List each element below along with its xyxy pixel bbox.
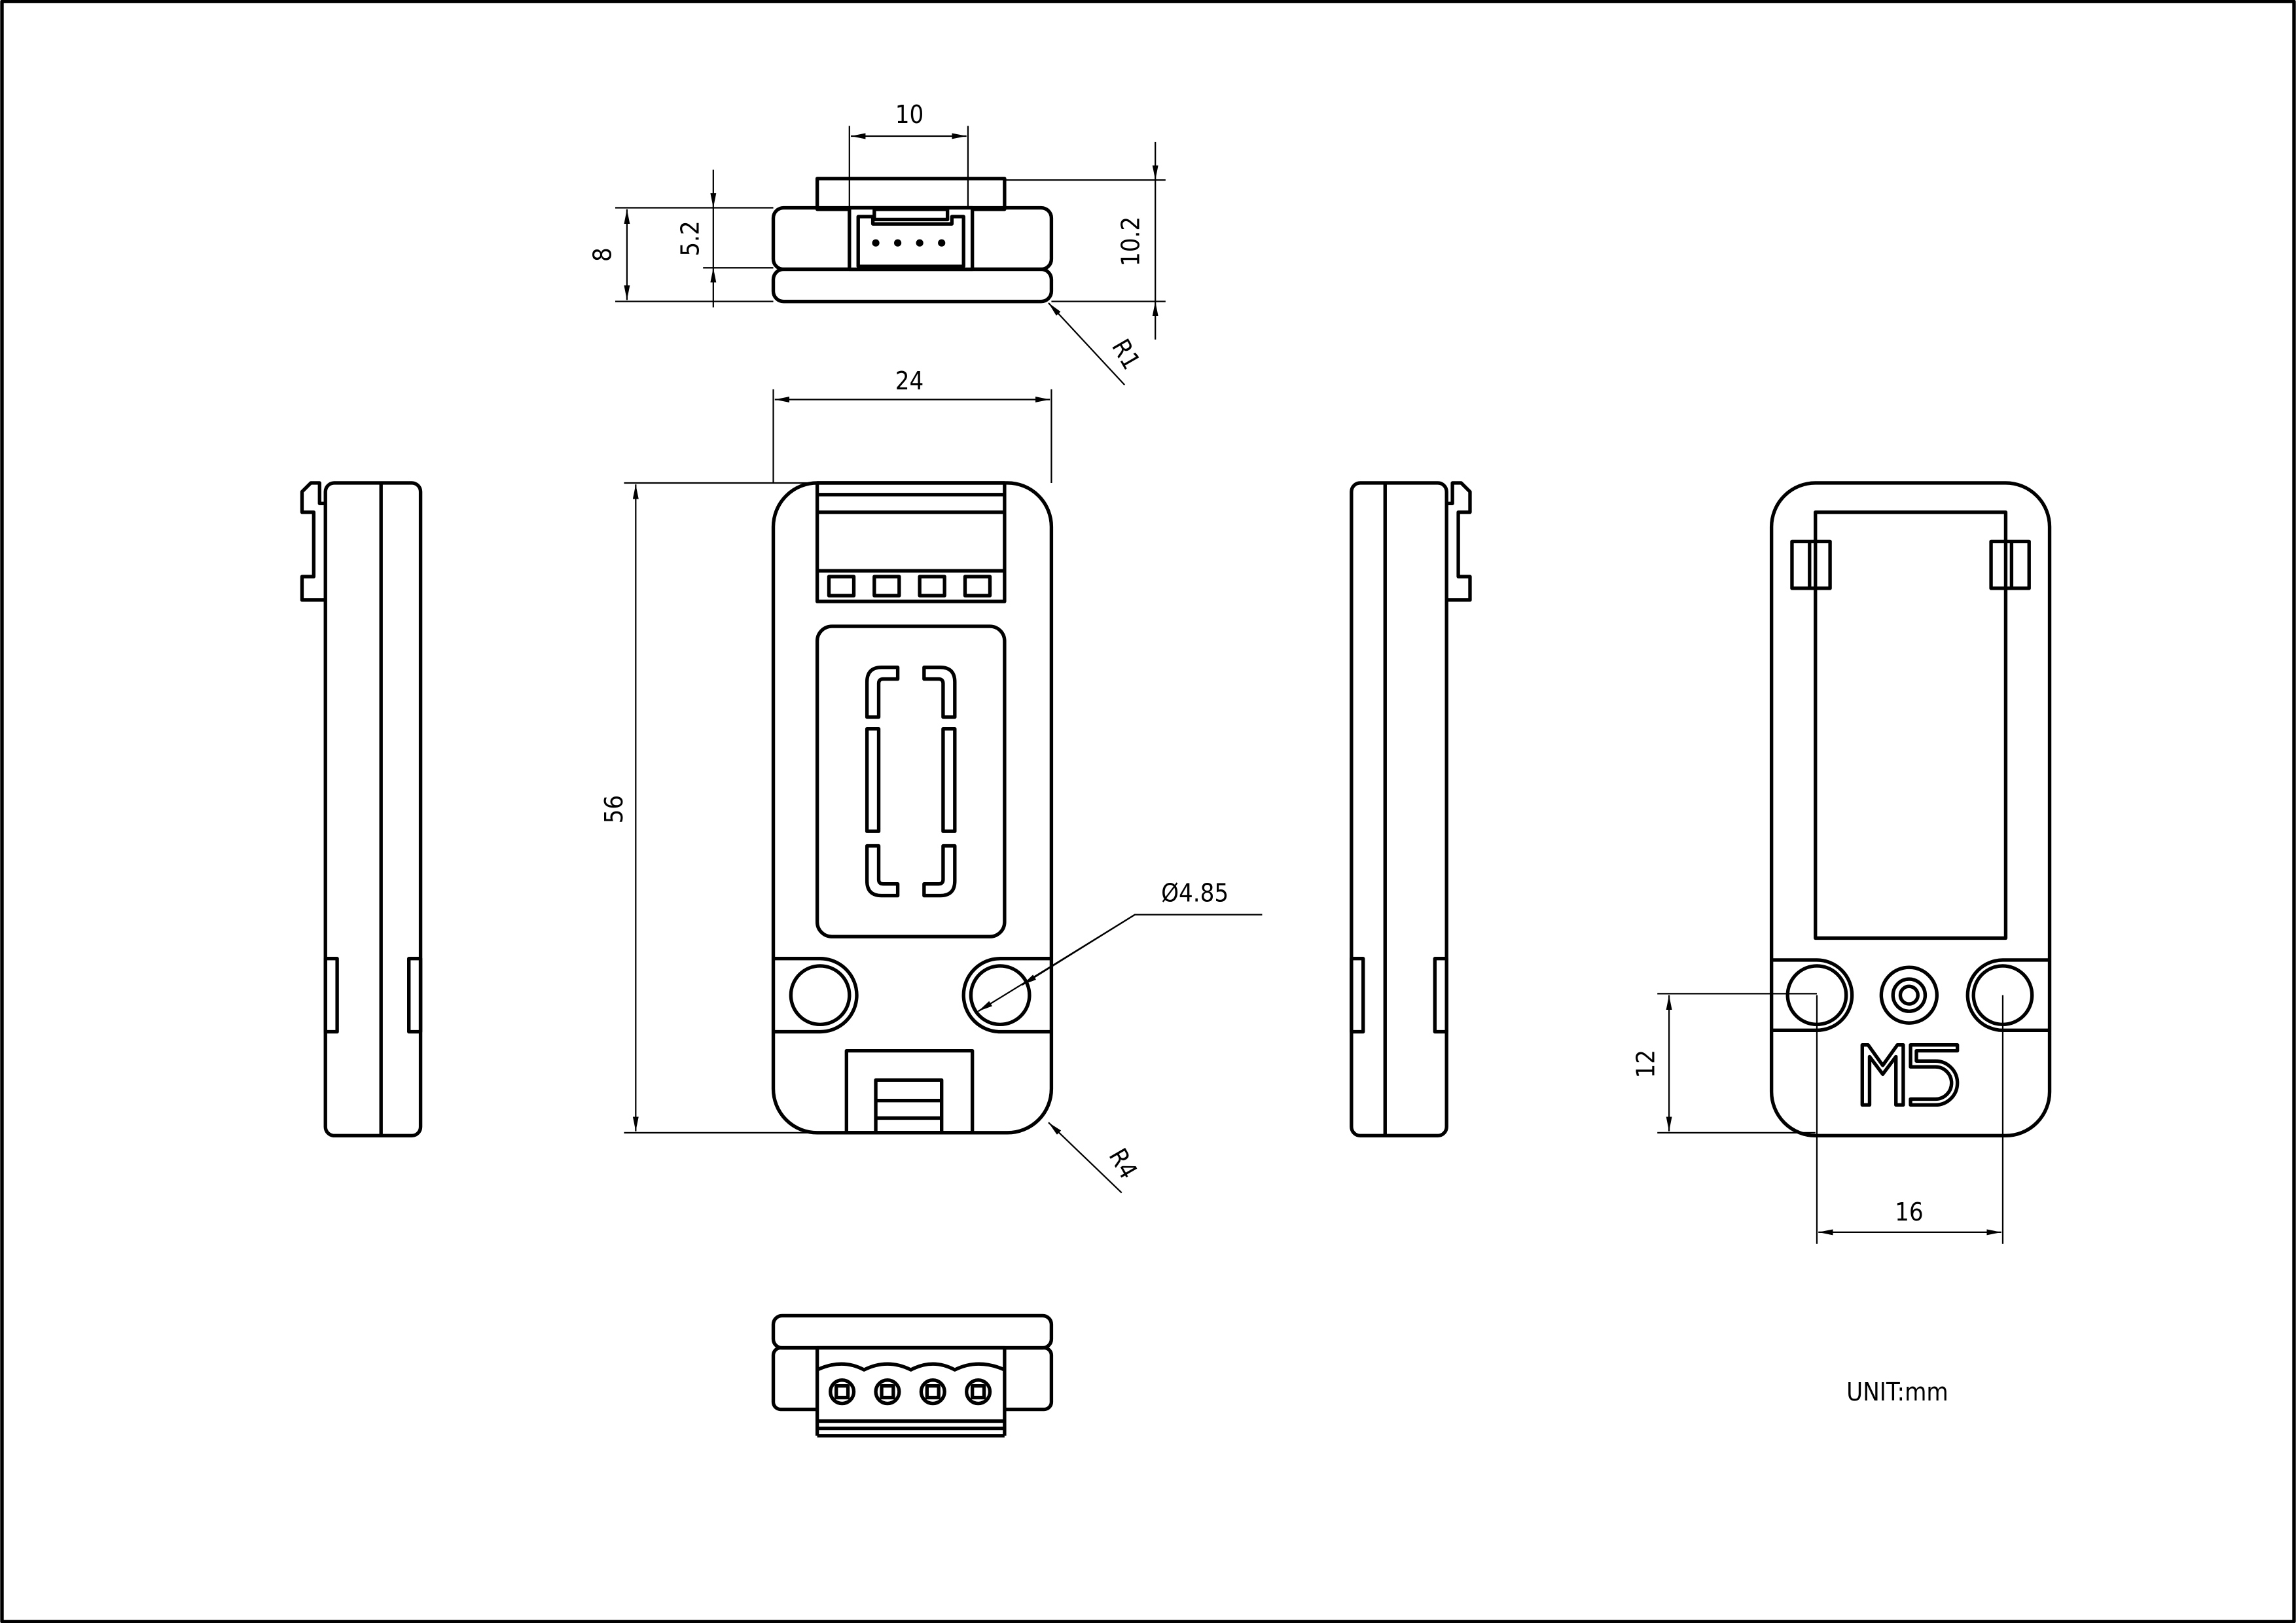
front-view: 24 56 Ø4.85 R4 — [600, 366, 1263, 1194]
dim-hole-diameter: Ø4.85 — [1161, 879, 1229, 908]
dim-hole-offset: 12 — [1632, 1050, 1660, 1079]
right-side-view — [1350, 481, 1472, 1138]
dim-body-thickness: 8 — [588, 247, 617, 262]
back-view: 12 16 — [1632, 481, 2052, 1244]
dim-upper-thickness: 5.2 — [675, 221, 704, 256]
dim-corner-radius: R4 — [1103, 1143, 1143, 1183]
left-side-view — [300, 481, 423, 1138]
dim-total-height: 10.2 — [1117, 217, 1145, 266]
top-view: 10 10.2 8 5.2 R1 — [588, 100, 1166, 385]
dim-width: 24 — [895, 366, 924, 395]
dim-length: 56 — [600, 795, 628, 824]
bottom-view — [771, 1313, 1054, 1438]
dim-connector-width: 10 — [895, 100, 924, 129]
m5-logo — [1860, 1043, 1960, 1107]
dim-hole-spacing: 16 — [1895, 1198, 1924, 1226]
dim-top-radius: R1 — [1106, 334, 1146, 374]
unit-label: UNIT:mm — [1846, 1378, 1948, 1406]
